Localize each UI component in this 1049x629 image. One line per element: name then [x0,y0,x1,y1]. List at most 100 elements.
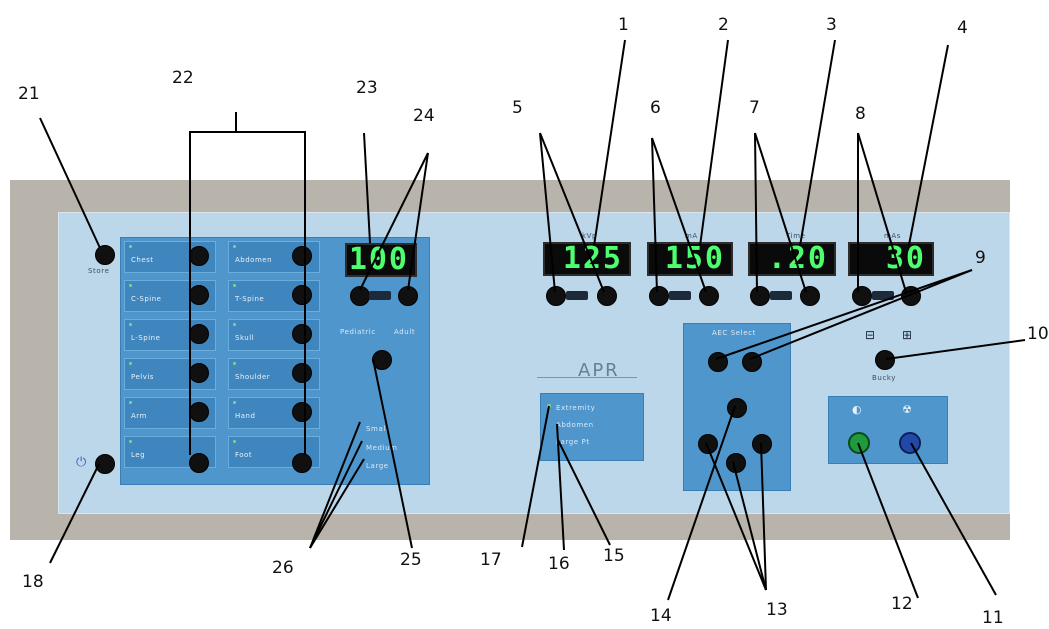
wall-bucky-icon: ⊞ [902,328,913,342]
exposure-panel [828,396,948,464]
bucky-select-button[interactable] [875,350,895,370]
table-bucky-icon: ⊟ [865,328,876,342]
power-icon: ⏻ [76,455,87,470]
leader-5b [539,132,605,293]
ma-label: mA [685,232,698,240]
indicator-led [129,440,132,443]
aec-select-label: AEC Select [712,329,756,337]
anatomy-label: C-Spine [131,295,162,303]
indicator-led [233,401,236,404]
indicator-led [233,440,236,443]
anatomy-select-button[interactable] [292,363,312,383]
callout-7: 7 [749,98,760,118]
callout-5: 5 [512,98,523,118]
indicator-led [233,284,236,287]
leader-16 [556,423,565,551]
callout-24: 24 [413,106,435,126]
focus-label-large-pt: Large Pt [556,438,590,446]
store-button[interactable] [95,245,115,265]
kvp-display: 125 [543,242,631,276]
callout-4: 4 [957,18,968,38]
anatomy-label: T-Spine [235,295,265,303]
anatomy-label: Pelvis [131,373,154,381]
time-down-button[interactable] [750,286,770,306]
callout-15: 15 [603,546,625,566]
leader-8b [857,132,907,293]
callout-14: 14 [650,606,672,626]
callout-3: 3 [826,15,837,35]
callout-25: 25 [400,550,422,570]
leader-26c [309,458,365,549]
indicator-led [129,323,132,326]
leader-3 [799,39,836,247]
focus-label-extremity: Extremity [556,404,596,412]
leader-9b [749,269,973,360]
expose-button[interactable] [899,432,921,454]
callout-18: 18 [22,572,44,592]
kvp-down-button[interactable] [546,286,566,306]
expose-icon: ☢ [902,403,912,416]
arrow-icon [369,291,391,300]
leader-10 [885,339,1026,360]
leader-11 [910,442,997,596]
leader-13c [760,442,767,591]
mas-display: 30 [848,242,934,276]
anatomy-select-button[interactable] [292,324,312,344]
leader-23 [363,132,371,244]
anatomy-select-button[interactable] [189,453,209,473]
indicator-led [129,362,132,365]
store-label: Store [88,267,110,275]
indicator-led [233,323,236,326]
anatomy-select-button[interactable] [292,246,312,266]
power-button[interactable] [95,454,115,474]
callout-16: 16 [548,554,570,574]
leader-18 [49,463,100,564]
apr-underline [537,377,637,378]
aec-chamber-button-left[interactable] [698,434,718,454]
arrow-icon [669,291,691,300]
leader-26b [309,440,363,549]
ma-down-button[interactable] [649,286,669,306]
leader-13a [705,442,767,591]
callout-11: 11 [982,608,1004,628]
anatomy-label: Foot [235,451,253,459]
leader-2 [699,39,729,247]
leader-22-bracket [189,131,306,455]
bucky-label: Bucky [872,374,897,382]
callout-12: 12 [891,594,913,614]
leader-17 [521,405,550,548]
body-size-label-small: Small [366,425,389,433]
anatomy-select-button[interactable] [292,285,312,305]
arrow-icon [770,291,792,300]
leader-25 [372,358,413,549]
leader-13b [732,461,767,591]
anatomy-select-button[interactable] [292,402,312,422]
callout-13: 13 [766,600,788,620]
body-size-label-medium: Medium [366,444,398,452]
callout-21: 21 [18,84,40,104]
time-label: Time [786,232,806,240]
leader-14 [667,405,736,601]
leader-7b [754,132,807,293]
callout-17: 17 [480,550,502,570]
anatomy-select-button[interactable] [292,453,312,473]
indicator-led [129,245,132,248]
callout-22: 22 [172,68,194,88]
focus-label-abdomen: Abdomen [556,421,594,429]
leader-15 [557,439,611,546]
indicator-led [129,401,132,404]
callout-9: 9 [975,248,986,268]
indicator-led [233,362,236,365]
leader-9a [715,269,973,360]
leader-26a [309,421,361,549]
arrow-icon [566,291,588,300]
anatomy-label: Shoulder [235,373,271,381]
callout-1: 1 [618,15,629,35]
leader-21 [39,117,101,249]
mas-label: mAs [884,232,902,240]
patient-size-label-adult: Adult [394,328,416,336]
ma-up-button[interactable] [699,286,719,306]
kvp-up-button[interactable] [597,286,617,306]
kvp-label: kVp [582,232,598,240]
